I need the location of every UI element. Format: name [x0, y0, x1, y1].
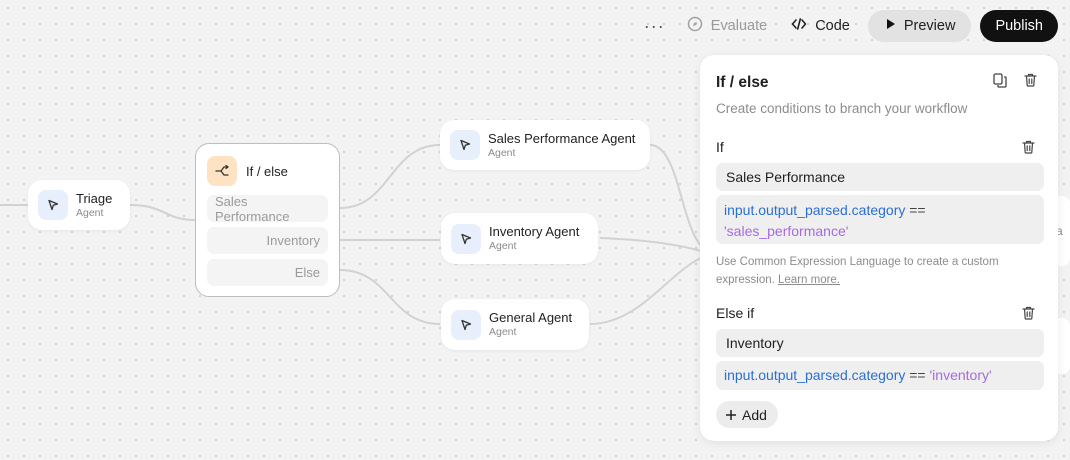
- expression-string: 'inventory': [929, 367, 992, 383]
- node-if-else[interactable]: If / else Sales Performance Inventory El…: [195, 143, 340, 297]
- top-toolbar: ··· Evaluate Code Preview Publish: [634, 10, 1058, 42]
- add-label: Add: [742, 406, 767, 423]
- node-triage[interactable]: Triage Agent: [28, 180, 130, 230]
- node-subtitle: Agent: [489, 326, 517, 338]
- agent-icon: [451, 223, 481, 254]
- condition-inventory: Inventory: [207, 227, 328, 254]
- publish-label: Publish: [995, 18, 1043, 34]
- agent-icon: [451, 309, 481, 340]
- publish-button[interactable]: Publish: [980, 10, 1058, 42]
- node-title: General Agent: [489, 310, 573, 325]
- if-else-properties-panel: If / else Create conditions to branch yo…: [700, 55, 1058, 441]
- expression-operator: ==: [909, 202, 926, 218]
- preview-button[interactable]: Preview: [867, 10, 972, 42]
- if-expression-field[interactable]: input.output_parsed.category == 'sales_p…: [716, 195, 1044, 244]
- preview-label: Preview: [903, 18, 956, 34]
- play-icon: [886, 18, 896, 34]
- if-section-label: If: [716, 139, 724, 155]
- node-subtitle: Agent: [488, 146, 516, 159]
- expression-variable: input.output_parsed.category: [724, 202, 906, 218]
- node-title: Triage: [76, 190, 113, 206]
- agent-icon: [38, 190, 68, 220]
- evaluate-icon: [687, 16, 703, 36]
- code-icon: [791, 17, 807, 35]
- more-menu-button[interactable]: ···: [634, 10, 675, 42]
- hint-text: Use Common Expression Language to create…: [716, 256, 999, 286]
- add-condition-button[interactable]: Add: [716, 401, 778, 428]
- else-if-expression-field[interactable]: input.output_parsed.category == 'invento…: [716, 361, 1044, 390]
- else-if-section-label: Else if: [716, 305, 755, 321]
- learn-more-link[interactable]: Learn more.: [778, 274, 841, 286]
- branch-icon: [207, 156, 237, 186]
- copy-icon[interactable]: [991, 71, 1009, 89]
- panel-title: If / else: [716, 74, 769, 91]
- agent-icon: [450, 130, 480, 160]
- condition-sales-performance: Sales Performance: [207, 194, 328, 224]
- more-icon: ···: [643, 15, 665, 36]
- node-title: If / else: [246, 163, 288, 179]
- else-if-condition-name-field[interactable]: Inventory: [716, 329, 1044, 357]
- delete-node-icon[interactable]: [1021, 71, 1039, 89]
- node-general-agent[interactable]: General Agent Agent: [441, 299, 589, 350]
- if-condition-name-field[interactable]: Sales Performance: [716, 163, 1044, 191]
- panel-subtitle: Create conditions to branch your workflo…: [716, 101, 968, 116]
- node-subtitle: Agent: [76, 206, 104, 219]
- expression-string: 'sales_performance': [724, 223, 849, 239]
- trash-icon[interactable]: [1022, 306, 1038, 322]
- node-title: Sales Performance Agent: [488, 130, 636, 146]
- offscreen-node-label: a: [1056, 224, 1063, 238]
- plus-icon: [725, 407, 737, 423]
- expression-operator: ==: [909, 367, 926, 383]
- code-button[interactable]: Code: [779, 10, 862, 42]
- expression-variable: input.output_parsed.category: [724, 367, 906, 383]
- evaluate-label: Evaluate: [710, 18, 768, 34]
- node-inventory-agent[interactable]: Inventory Agent Agent: [441, 213, 598, 264]
- code-label: Code: [815, 18, 850, 34]
- node-title: Inventory Agent: [489, 224, 580, 239]
- node-subtitle: Agent: [489, 240, 517, 252]
- trash-icon[interactable]: [1022, 140, 1038, 156]
- condition-else: Else: [207, 259, 328, 286]
- cel-hint: Use Common Expression Language to create…: [716, 253, 1036, 289]
- evaluate-button[interactable]: Evaluate: [675, 10, 779, 42]
- node-sales-performance-agent[interactable]: Sales Performance Agent Agent: [440, 120, 650, 170]
